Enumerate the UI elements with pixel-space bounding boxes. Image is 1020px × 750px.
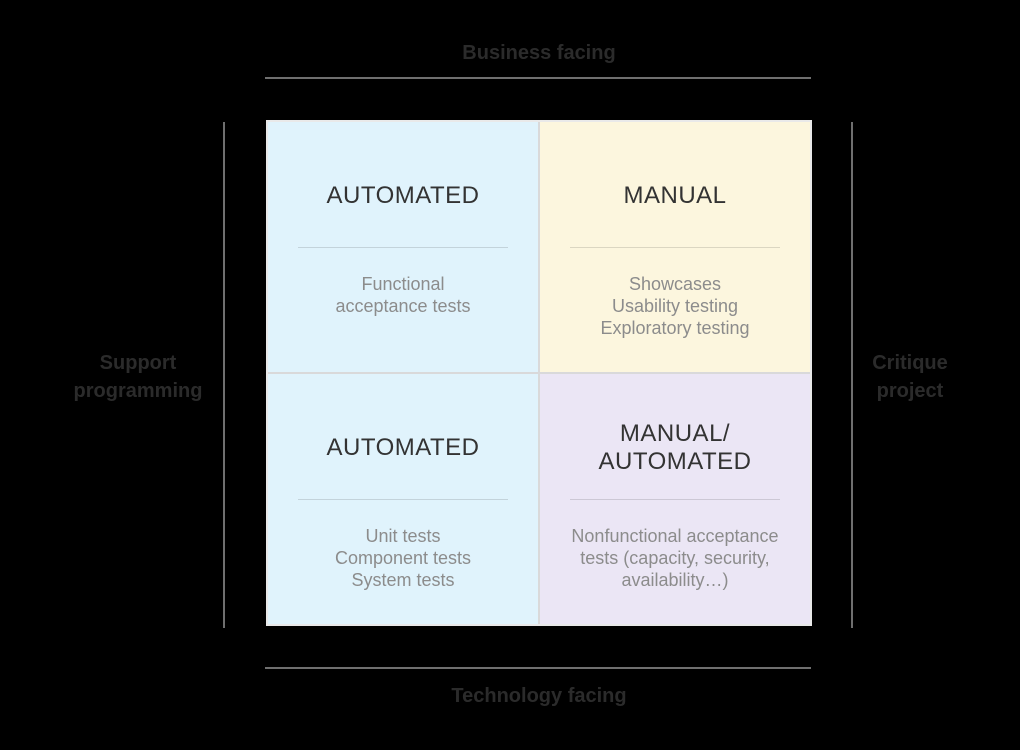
support-programming-axis-line xyxy=(223,122,225,628)
quadrant-divider xyxy=(298,247,508,248)
quadrant-body: Nonfunctional acceptance tests (capacity… xyxy=(571,526,779,590)
quadrant-bottom-right: MANUAL/ AUTOMATED Nonfunctional acceptan… xyxy=(540,374,810,624)
quadrant-heading: AUTOMATED xyxy=(326,181,480,209)
quadrant-body: Functional acceptance tests xyxy=(335,274,471,316)
quadrant-heading: MANUAL/ AUTOMATED xyxy=(598,419,752,475)
technology-facing-axis-line xyxy=(265,667,811,669)
support-programming-label: Support programming xyxy=(73,352,203,402)
business-facing-axis-line xyxy=(265,77,811,79)
quadrant-divider xyxy=(298,499,508,500)
quadrant-bottom-left: AUTOMATED Unit tests Component tests Sys… xyxy=(268,374,538,624)
technology-facing-label: Technology facing xyxy=(451,685,627,707)
quadrant-heading: AUTOMATED xyxy=(326,433,480,461)
quadrant-heading: MANUAL xyxy=(623,181,727,209)
quadrant-divider xyxy=(570,247,780,248)
business-facing-label: Business facing xyxy=(462,42,616,64)
critique-project-label: Critique project xyxy=(872,352,948,402)
critique-project-axis-line xyxy=(851,122,853,628)
quadrant-body: Showcases Usability testing Exploratory … xyxy=(600,274,750,338)
quadrant-grid: AUTOMATED Functional acceptance tests MA… xyxy=(266,120,812,626)
quadrant-divider xyxy=(570,499,780,500)
quadrant-top-left: AUTOMATED Functional acceptance tests xyxy=(268,122,538,372)
quadrant-body: Unit tests Component tests System tests xyxy=(334,526,472,590)
quadrant-top-right: MANUAL Showcases Usability testing Explo… xyxy=(540,122,810,372)
